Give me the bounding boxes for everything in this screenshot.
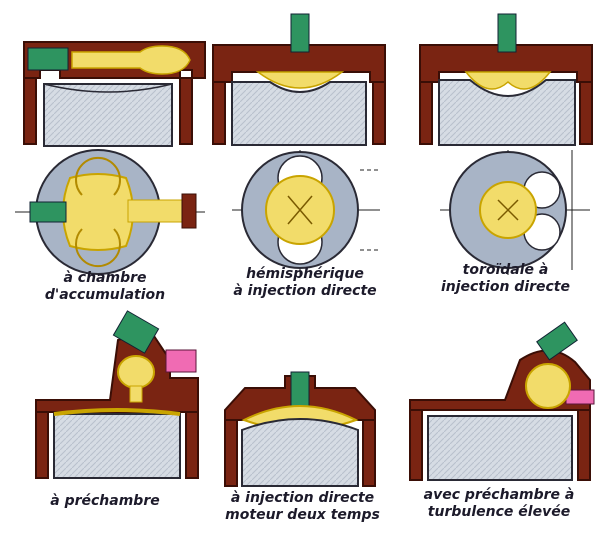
label-turbulence: avec préchambre à turbulence élevée [404,487,594,521]
injector [290,371,310,409]
label-line: à chambre [63,270,147,286]
turbulence-side-view [409,321,595,481]
glow-plug [565,389,595,405]
label-line: avec préchambre à [423,487,575,503]
piston [241,418,359,487]
label-toroidale: toroïdale à injection directe [418,262,593,296]
injector [29,201,67,223]
injector [497,13,517,53]
piston [438,79,576,146]
label-deux-temps: à injection directe moteur deux temps [205,490,400,524]
hemispherique-top-view [232,150,380,275]
label-line: à injection directe [233,283,377,299]
label-line: toroïdale à [462,262,549,278]
label-line: à injection directe [230,490,375,506]
prechambre-side-view [35,310,199,479]
label-prechambre: à préchambre [20,493,190,510]
piston [43,83,173,147]
toroidale-side-view [419,13,593,146]
prechamber [525,363,571,409]
label-line: hémisphérique [246,266,364,282]
piston [231,81,367,146]
label-line: d'accumulation [44,287,166,303]
piston [53,413,181,479]
toroidal-bowl [464,71,552,90]
bowl [255,71,345,89]
label-line: turbulence élevée [427,504,571,520]
cylinder-wall-left [23,77,37,145]
injector [290,13,310,53]
deux-temps-side-view [224,371,376,487]
injector [27,47,69,71]
prechamber [117,355,155,389]
accumulation-chamber [71,45,191,75]
hemispherique-side-view [212,13,386,146]
toroidale-top-view [440,150,590,275]
piston [427,415,573,481]
accumulation-chamber [62,173,134,251]
label-line: injection directe [440,279,570,295]
glow-plug [165,349,197,373]
label-accumulation: à chambre d'accumulation [20,270,190,304]
accumulation-top-view [15,149,205,275]
cylinder-wall-right [179,77,193,145]
accumulation-side-view [23,41,206,147]
injector [112,310,160,354]
label-hemispherique: hémisphérique à injection directe [210,266,400,300]
injector [536,321,578,361]
label-line: moteur deux temps [225,507,380,523]
label-line: à préchambre [50,493,160,509]
